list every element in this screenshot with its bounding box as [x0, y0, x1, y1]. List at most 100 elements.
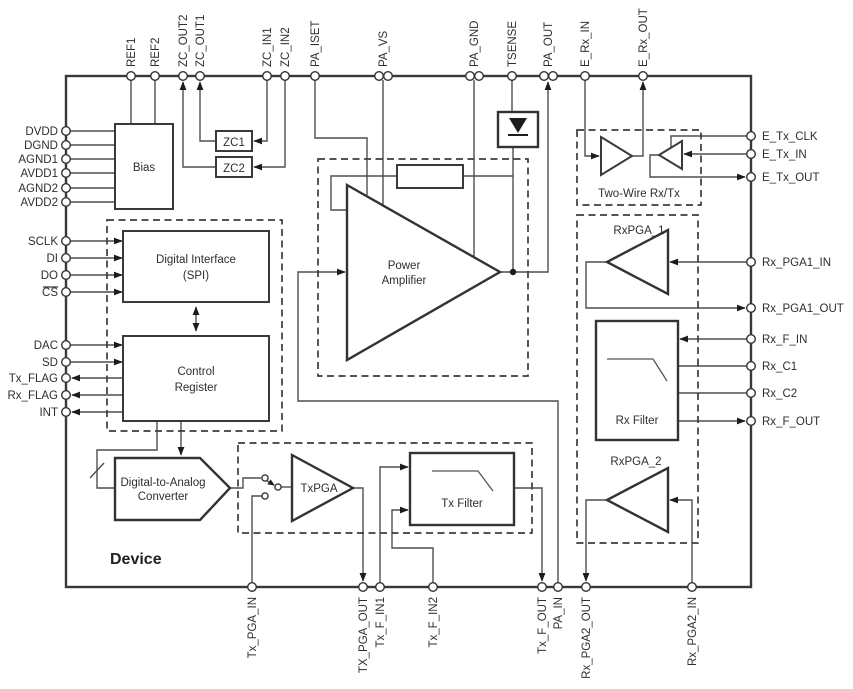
pin-label-pa-vs: PA_VS — [378, 30, 390, 67]
pin-dgnd — [61, 139, 72, 150]
control-register-block — [122, 335, 270, 422]
pin-zc-out2 — [177, 70, 188, 81]
wire-cr-dac-bus — [96, 421, 158, 489]
pin-di — [61, 252, 72, 263]
wire-pa-iset — [314, 80, 368, 195]
pin-label-tx-f-in1: Tx_F_IN1 — [375, 597, 387, 648]
pin-label-e-tx-in: E_Tx_IN — [762, 149, 807, 161]
wire-tx-f-in1 — [379, 463, 409, 583]
rxpga2-triangle — [604, 466, 670, 534]
two-wire-tx-amp-triangle — [657, 139, 683, 171]
wire-pa-in — [297, 268, 559, 583]
pin-rx-f-in — [746, 334, 757, 345]
pin-agnd1 — [61, 153, 72, 164]
pin-int — [61, 407, 72, 418]
digital-interface-label-1: Digital Interface — [156, 254, 236, 266]
pin-label-dac: DAC — [34, 340, 58, 352]
wire-tx-f-in2 — [391, 506, 434, 583]
pin-zc-in1 — [262, 70, 273, 81]
pin-label-tx-flag: Tx_FLAG — [9, 373, 58, 385]
wire-txpga-out — [353, 487, 367, 582]
pin-rx-flag — [61, 390, 72, 401]
pin-label-tx-pga-in: Tx_PGA_IN — [247, 597, 259, 658]
switch-throw-top — [261, 474, 269, 482]
pin-label-e-rx-out: E_Rx_OUT — [638, 8, 650, 67]
wire-pa-out — [500, 81, 552, 273]
pin-pa-iset — [310, 70, 321, 81]
pin-label-rx-c2: Rx_C2 — [762, 388, 797, 400]
power-amplifier-label-2: Amplifier — [382, 275, 427, 287]
pin-e-tx-in — [746, 148, 757, 159]
tx-filter-label: Tx Filter — [441, 498, 483, 510]
pin-label-rx-flag: Rx_FLAG — [8, 390, 59, 402]
pin-rx-c2 — [746, 388, 757, 399]
pin-avdd1 — [61, 167, 72, 178]
wire-dac-switch — [230, 477, 261, 489]
pin-label-pa-in: PA_IN — [553, 597, 565, 629]
rx-filter-block — [594, 319, 680, 442]
control-register-label-2: Register — [175, 382, 218, 394]
pin-tx-pga-in — [246, 582, 257, 593]
bias-label: Bias — [133, 162, 156, 174]
wire-rx-pga2-out — [582, 499, 607, 582]
pin-label-pa-gnd: PA_GND — [469, 21, 481, 67]
pin-pa-vs-a — [374, 70, 385, 81]
switch-throw-bottom — [261, 492, 269, 500]
pin-rx-c1 — [746, 361, 757, 372]
rx-filter-label: Rx Filter — [616, 415, 659, 427]
pin-pa-out-b — [548, 70, 559, 81]
pin-label-rx-pga1-out: Rx_PGA1_OUT — [762, 303, 844, 315]
pin-pa-gnd-b — [474, 70, 485, 81]
power-amplifier-triangle — [345, 182, 503, 363]
pin-label-rx-pga2-out: Rx_PGA2_OUT — [581, 597, 593, 679]
wire-tx-pga-in — [251, 495, 262, 583]
spi-dashed-group — [106, 219, 283, 432]
pin-label-e-tx-clk: E_Tx_CLK — [762, 131, 818, 143]
wire-tx-f-out — [514, 487, 546, 582]
pin-rx-pga1-out — [746, 303, 757, 314]
txpga-triangle — [290, 452, 356, 524]
pin-e-tx-out — [746, 171, 757, 182]
zc2-block — [215, 156, 253, 178]
pin-do — [61, 270, 72, 281]
pin-label-e-tx-out: E_Tx_OUT — [762, 172, 820, 184]
pin-sclk — [61, 235, 72, 246]
pin-label-dvdd: DVDD — [25, 126, 58, 138]
pin-label-zc-out1: ZC_OUT1 — [195, 15, 207, 67]
pin-label-rx-pga1-in: Rx_PGA1_IN — [762, 257, 831, 269]
feedback-resistor — [396, 164, 464, 189]
pin-zc-out1 — [194, 70, 205, 81]
pin-label-e-rx-in: E_Rx_IN — [580, 21, 592, 67]
pin-avdd2 — [61, 196, 72, 207]
pin-sd — [61, 357, 72, 368]
pin-e-rx-out — [638, 70, 649, 81]
pin-ref2 — [149, 70, 160, 81]
wire-e-tx-out — [649, 154, 746, 181]
pin-circles — [61, 70, 757, 593]
tx-dashed-group — [237, 442, 533, 534]
pin-rx-f-out — [746, 416, 757, 427]
pin-zc-in2 — [280, 70, 291, 81]
pin-label-tsense: TSENSE — [507, 21, 519, 67]
pin-label-rx-pga2-in: Rx_PGA2_IN — [687, 597, 699, 666]
pin-label-tx-pga-out: TX_PGA_OUT — [358, 597, 370, 673]
txpga-label: TxPGA — [300, 483, 337, 495]
wire-e-rx-out — [632, 81, 647, 157]
chip-outline — [64, 74, 753, 589]
pin-label-do: DO — [41, 270, 58, 282]
pin-label-zc-in2: ZC_IN2 — [280, 27, 292, 67]
two-wire-label: Two-Wire Rx/Tx — [598, 188, 680, 200]
lowpass-curve-icon — [607, 358, 668, 382]
pin-e-rx-in — [580, 70, 591, 81]
power-amplifier-label-1: Power — [388, 260, 421, 272]
pin-label-sclk: SCLK — [28, 236, 58, 248]
pa-dashed-group — [317, 158, 529, 377]
junction-dot — [509, 268, 517, 276]
switch-common — [274, 483, 282, 491]
pin-tx-flag — [61, 373, 72, 384]
pin-dvdd — [61, 125, 72, 136]
device-label: Device — [110, 551, 162, 568]
pin-label-zc-in1: ZC_IN1 — [262, 27, 274, 67]
